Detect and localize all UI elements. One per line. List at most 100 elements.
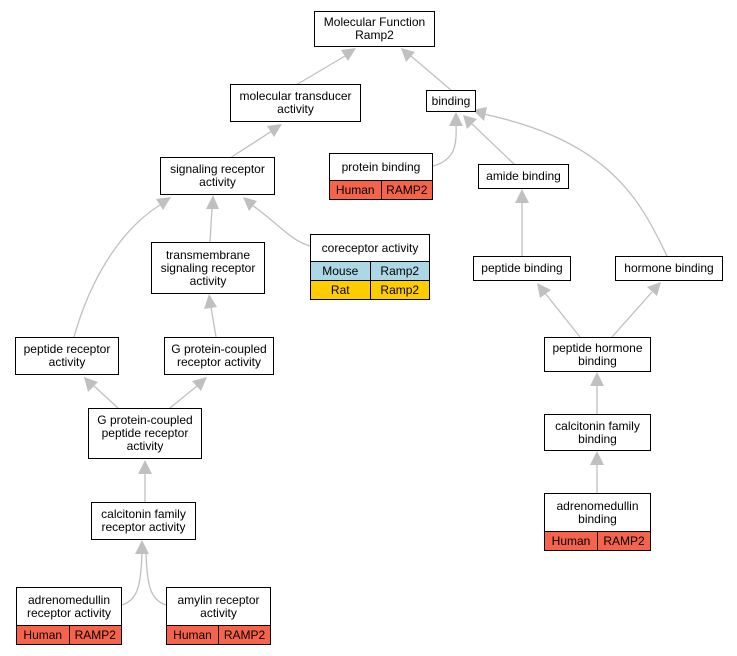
arrow-head: [243, 197, 257, 211]
edge-gpcr-peptide-to-gpcr: [169, 385, 198, 409]
node-label-line: adrenomedullin: [27, 592, 111, 607]
node-label: protein binding: [330, 154, 432, 180]
node-label-line: signaling receptor: [170, 162, 265, 176]
node-label-line: amylin receptor: [177, 592, 260, 607]
edge-coreceptor-to-signaling: [251, 204, 311, 247]
node-label-line: peptide binding: [481, 261, 563, 275]
arrow-head: [401, 48, 415, 62]
arrow-head: [84, 377, 98, 392]
node-binding[interactable]: binding: [426, 90, 476, 112]
node-label-line: coreceptor activity: [321, 240, 419, 255]
node-hormone-binding[interactable]: hormone binding: [615, 256, 723, 281]
annotation-row: Human RAMP2: [330, 180, 432, 199]
gene-cell: RAMP2: [597, 532, 650, 550]
node-label-line: peptide receptor: [101, 426, 189, 440]
node-label-line: peptide receptor: [23, 342, 111, 356]
node-label-line: receptor activity: [101, 520, 186, 534]
gene-cell: Ramp2: [369, 262, 430, 280]
node-label-line: activity: [189, 273, 227, 288]
edge-transmembrane-to-signaling: [209, 207, 213, 243]
node-label-line: activity: [48, 355, 86, 369]
node-label-line: activity: [200, 605, 237, 620]
arrow-head: [590, 372, 604, 386]
arrow-head: [138, 460, 152, 474]
node-label-line: receptor activity: [176, 355, 261, 369]
node-label-line: binding: [431, 93, 471, 108]
node-label-line: hormone binding: [624, 261, 714, 275]
node-label-line: protein binding: [341, 159, 421, 174]
edge-signaling-to-transducer: [229, 130, 273, 159]
node-label: coreceptor activity: [311, 235, 429, 261]
annotation-row: Mouse Ramp2: [311, 261, 429, 280]
node-label-line: Ramp2: [355, 28, 394, 42]
annotation-row: Human RAMP2: [545, 531, 650, 550]
arrow-head: [590, 451, 604, 465]
gene-cell: RAMP2: [218, 626, 270, 644]
node-label-line: activity: [277, 102, 314, 116]
node-label-line: molecular transducer: [239, 89, 352, 103]
species-cell: Human: [551, 534, 591, 548]
species-cell: Human: [335, 183, 375, 197]
node-label-line: Molecular Function: [323, 15, 426, 29]
arrow-head: [515, 189, 529, 203]
edge-peptide-hormone-to-peptide-binding: [544, 292, 581, 338]
edge-transducer-to-molecular-function: [295, 55, 346, 86]
node-peptide-binding[interactable]: peptide binding: [473, 256, 571, 281]
node-label-line: binding: [578, 431, 617, 446]
arrow-head: [135, 540, 149, 554]
edge-adrenomedullin-receptor-to-calcitonin-receptor: [121, 551, 143, 606]
node-label-line: G protein-coupled: [97, 413, 193, 427]
arrow-head: [537, 283, 551, 298]
node-label-line: amide binding: [486, 169, 561, 183]
edge-gpcr-to-transmembrane: [210, 306, 217, 338]
node-label-line: calcitonin family: [555, 418, 640, 433]
edge-binding-to-molecular-function: [410, 55, 453, 92]
node-label-line: binding: [578, 353, 617, 368]
node-label: amide binding: [482, 170, 565, 183]
arrow-head: [473, 107, 487, 121]
node-label-line: G protein-coupled: [171, 342, 267, 356]
node-label: hormone binding: [620, 262, 717, 275]
node-label-line: peptide hormone: [552, 340, 643, 355]
node-label-line: activity: [126, 439, 164, 453]
arrow-head: [341, 48, 356, 61]
species-cell: Rat: [330, 283, 350, 297]
edge-peptide-receptor-to-signaling: [73, 204, 161, 338]
edge-hormone-to-binding: [478, 112, 668, 257]
gene-cell: RAMP2: [380, 181, 433, 199]
species-cell: Mouse: [322, 264, 359, 278]
node-amide-binding[interactable]: amide binding: [478, 164, 569, 189]
node-label-line: activity: [199, 175, 236, 189]
edge-amylin-to-calcitonin-receptor: [145, 551, 167, 606]
arrow-head: [267, 124, 282, 137]
node-label-line: adrenomedullin: [556, 498, 639, 513]
gene-cell: RAMP2: [68, 626, 122, 644]
